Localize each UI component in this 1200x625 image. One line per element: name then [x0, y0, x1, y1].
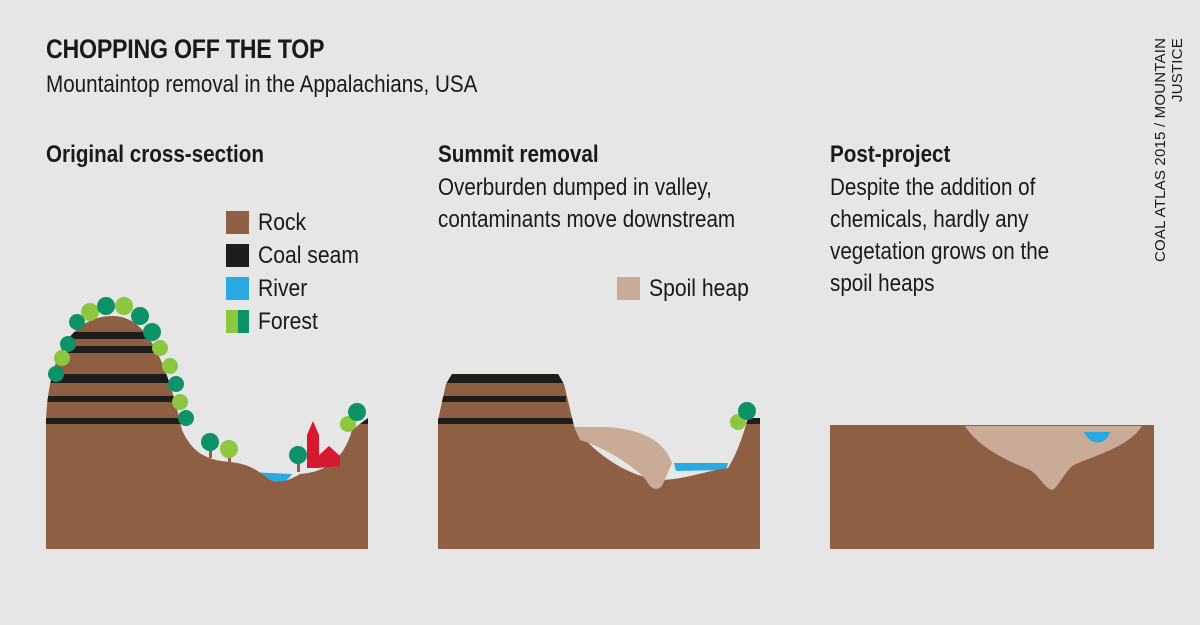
house-small [318, 446, 340, 468]
legend-label: Coal seam [258, 241, 359, 269]
tree [738, 402, 756, 420]
coal-seam [744, 418, 760, 424]
legend-label: Rock [258, 208, 307, 236]
forest-light-swatch [226, 310, 238, 333]
tree-trunk [297, 458, 300, 472]
tree [60, 336, 76, 352]
panel-title-summit-removal: Summit removal [438, 141, 599, 168]
tree-trunk [209, 446, 212, 458]
tree [54, 350, 70, 366]
description-line: contaminants move downstream [438, 206, 736, 233]
panel-description-summit-removal: Overburden dumped in valley, contaminant… [438, 172, 735, 236]
coal-seam [46, 418, 190, 424]
forest-swatch [226, 310, 249, 333]
tree [131, 307, 149, 325]
rock-mountain [438, 374, 760, 549]
tree [48, 366, 64, 382]
coal-swatch [226, 244, 249, 267]
tree [69, 314, 85, 330]
river-swatch [226, 277, 249, 300]
legend-item-rock: Rock [226, 206, 373, 239]
tree [348, 403, 366, 421]
description-line: vegetation grows on the [830, 238, 1050, 265]
tree [162, 358, 178, 374]
coal-seam [46, 332, 180, 339]
river-shape [1084, 432, 1110, 443]
spoil-heap [574, 427, 672, 489]
tree [201, 433, 219, 451]
coal-seams [438, 374, 760, 424]
tree [340, 416, 356, 432]
tree [81, 303, 99, 321]
legend: Rock Coal seam River Forest [226, 206, 373, 338]
rock-swatch [226, 211, 249, 234]
legend-item-forest: Forest [226, 305, 373, 338]
post-project-cross-section [830, 425, 1154, 549]
legend-label: Spoil heap [649, 274, 749, 302]
tree [172, 394, 188, 410]
description-line: Despite the addition of [830, 174, 1036, 201]
coal-seam [46, 346, 180, 353]
tree [289, 446, 307, 464]
page-subtitle: Mountaintop removal in the Appalachians,… [46, 71, 478, 98]
house-tall [307, 421, 319, 468]
legend-item-river: River [226, 272, 373, 305]
page-title: CHOPPING OFF THE TOP [46, 34, 325, 64]
legend-item-coal-seam: Coal seam [226, 239, 373, 272]
tree [220, 440, 238, 458]
description-line: spoil heaps [830, 270, 935, 297]
legend-spoil: Spoil heap [617, 272, 762, 305]
panel-title-original: Original cross-section [46, 141, 264, 168]
forest [48, 297, 366, 472]
coal-seam [438, 418, 576, 424]
panel-description-post-project: Despite the addition of chemicals, hardl… [830, 172, 1049, 300]
summit-removal-cross-section [438, 374, 760, 549]
description-line: Overburden dumped in valley, [438, 174, 712, 201]
coal-seam [438, 374, 566, 383]
coal-seam [438, 396, 566, 402]
panel-title-post-project: Post-project [830, 141, 951, 168]
legend-label: River [258, 274, 308, 302]
forest-dark-swatch [237, 310, 249, 333]
tree [97, 297, 115, 315]
legend-label: Forest [258, 307, 318, 335]
legend-item-spoil-heap: Spoil heap [617, 272, 762, 305]
tree [143, 323, 161, 341]
description-line: chemicals, hardly any [830, 206, 1029, 233]
coal-seam [46, 396, 180, 402]
tree [178, 410, 194, 426]
houses [307, 421, 340, 468]
tree [168, 376, 184, 392]
original-cross-section [46, 297, 368, 549]
river-shape [674, 463, 728, 471]
spoil-swatch [617, 277, 640, 300]
tree [152, 340, 168, 356]
coal-seam [46, 374, 180, 383]
tree [115, 297, 133, 315]
